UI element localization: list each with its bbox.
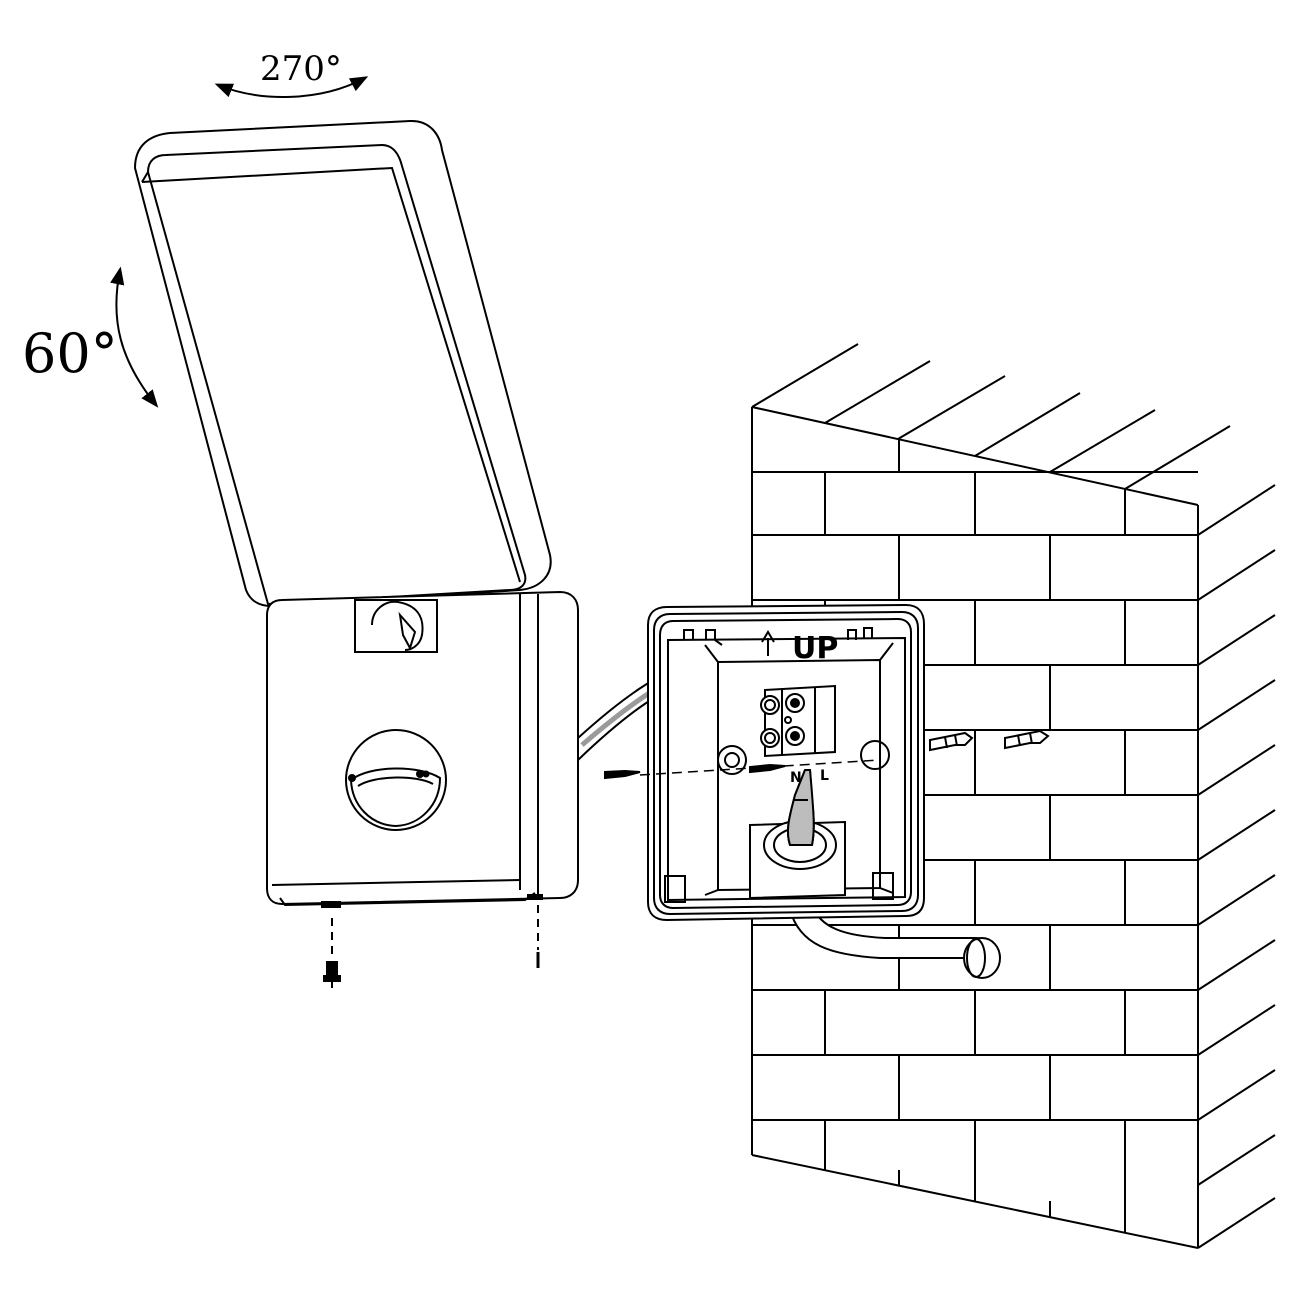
wall-side-face [1197,484,1276,1249]
mount-orientation-label: UP [792,631,838,666]
wall-top-face [751,343,1231,506]
rotation-horizontal-label: 270° [260,49,342,89]
lamp-body-housing [266,590,579,908]
lamp-head-panel [133,119,552,608]
terminal-live-label: L [820,768,829,784]
wall-fixings [604,729,1050,780]
wall-plug-icon [929,731,974,752]
terminal-block [760,684,836,758]
pir-sensor-icon [345,729,447,831]
screw-icon [604,769,641,780]
tilt-arrow-icon [110,266,159,408]
wall-plug-icon [1004,729,1050,750]
supply-conduit [788,903,1001,979]
rotation-vertical-label: 60° [22,322,118,385]
screw-icon [749,763,786,774]
wall-mounting-plate [647,603,925,922]
rotation-arrow-icon [214,76,369,98]
hinge-bracket [354,599,438,653]
up-arrow-icon [761,630,775,656]
terminal-neutral-label: N [790,770,802,786]
rotation-indicators [110,76,369,408]
screw-icon [323,961,341,988]
bottom-screws [323,905,540,988]
brick-wall [751,343,1276,1249]
terminal-block-assembly [760,684,836,846]
